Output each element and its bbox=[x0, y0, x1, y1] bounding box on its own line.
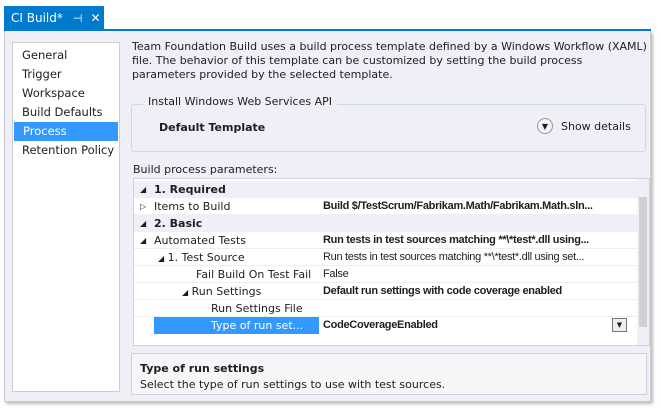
row-name: ◢ 1. Test Source bbox=[154, 249, 319, 266]
row-value[interactable]: Run tests in test sources matching **\*t… bbox=[323, 250, 585, 263]
description-text: Select the type of run settings to use w… bbox=[140, 378, 446, 391]
description-panel bbox=[131, 353, 647, 395]
collapse-icon[interactable]: ◢ bbox=[140, 219, 147, 228]
vertical-scrollbar[interactable] bbox=[637, 179, 649, 345]
show-details-label: Show details bbox=[561, 119, 631, 133]
chevron-down-icon: ▼ bbox=[537, 118, 553, 134]
dropdown-arrow-icon[interactable]: ▼ bbox=[612, 318, 627, 332]
category-row[interactable]: ◢ 1. Required bbox=[134, 181, 637, 198]
param-row[interactable]: ◢ Run Settings Default run settings with… bbox=[134, 283, 637, 300]
params-label: Build process parameters: bbox=[133, 163, 278, 176]
param-row[interactable]: ◢ 1. Test Source Run tests in test sourc… bbox=[134, 249, 637, 266]
param-row[interactable]: Run Settings File bbox=[134, 300, 637, 317]
expand-icon[interactable]: ▷ bbox=[140, 201, 147, 211]
param-row[interactable]: Fail Build On Test Fail False bbox=[134, 266, 637, 283]
row-name: Type of run set... bbox=[154, 317, 319, 334]
row-value[interactable]: False bbox=[323, 267, 349, 280]
template-group-legend: Install Windows Web Services API bbox=[143, 95, 337, 108]
row-value[interactable]: Default run settings with code coverage … bbox=[323, 284, 562, 297]
collapse-icon[interactable]: ◢ bbox=[140, 185, 147, 194]
row-name: 2. Basic bbox=[154, 217, 203, 230]
scrollbar-thumb[interactable] bbox=[639, 197, 647, 327]
pin-icon[interactable]: ⊣ bbox=[72, 11, 83, 25]
nav-item-process[interactable]: Process bbox=[14, 122, 118, 141]
nav-item-workspace[interactable]: Workspace bbox=[22, 86, 85, 100]
settings-nav: General Trigger Workspace Build Defaults… bbox=[12, 42, 120, 392]
tab-title: CI Build* bbox=[11, 11, 63, 25]
row-name: 1. Required bbox=[154, 183, 226, 196]
description-title: Type of run settings bbox=[140, 362, 265, 375]
row-name: Items to Build bbox=[154, 199, 231, 213]
collapse-icon[interactable]: ◢ bbox=[182, 287, 189, 297]
row-name-text: 1. Test Source bbox=[167, 250, 245, 264]
nav-item-build-defaults[interactable]: Build Defaults bbox=[22, 105, 103, 119]
template-name: Default Template bbox=[159, 121, 266, 134]
nav-item-retention-policy[interactable]: Retention Policy bbox=[22, 143, 115, 157]
template-group bbox=[131, 104, 646, 152]
row-value[interactable]: CodeCoverageEnabled bbox=[323, 319, 438, 331]
show-details-button[interactable]: ▼ Show details bbox=[537, 118, 631, 134]
param-row[interactable]: ▷ Items to Build Build $/TestScrum/Fabri… bbox=[134, 198, 637, 215]
row-name-text: Run Settings bbox=[191, 284, 262, 298]
row-name: Fail Build On Test Fail bbox=[196, 267, 312, 281]
tab-underline bbox=[4, 29, 651, 31]
param-row-selected[interactable]: Type of run set... CodeCoverageEnabled ▼ bbox=[134, 317, 637, 334]
nav-item-general[interactable]: General bbox=[22, 48, 68, 62]
tab-ci-build[interactable]: CI Build* ⊣ ✕ bbox=[4, 6, 104, 30]
params-grid: ◢ 1. Required ▷ Items to Build Build $/T… bbox=[133, 178, 650, 346]
nav-item-trigger[interactable]: Trigger bbox=[22, 67, 62, 81]
param-row[interactable]: ◢ Automated Tests Run tests in test sour… bbox=[134, 232, 637, 249]
row-value[interactable]: Run tests in test sources matching **\*t… bbox=[323, 233, 589, 246]
collapse-icon[interactable]: ◢ bbox=[158, 253, 165, 263]
row-name: Automated Tests bbox=[154, 233, 246, 247]
collapse-icon[interactable]: ◢ bbox=[140, 235, 147, 245]
row-value[interactable]: Build $/TestScrum/Fabrikam.Math/Fabrikam… bbox=[323, 199, 593, 212]
intro-text: Team Foundation Build uses a build proce… bbox=[132, 40, 647, 81]
category-row[interactable]: ◢ 2. Basic bbox=[134, 215, 637, 232]
row-name: ◢ Run Settings bbox=[154, 283, 319, 300]
close-icon[interactable]: ✕ bbox=[90, 11, 101, 25]
row-name: Run Settings File bbox=[211, 301, 303, 315]
